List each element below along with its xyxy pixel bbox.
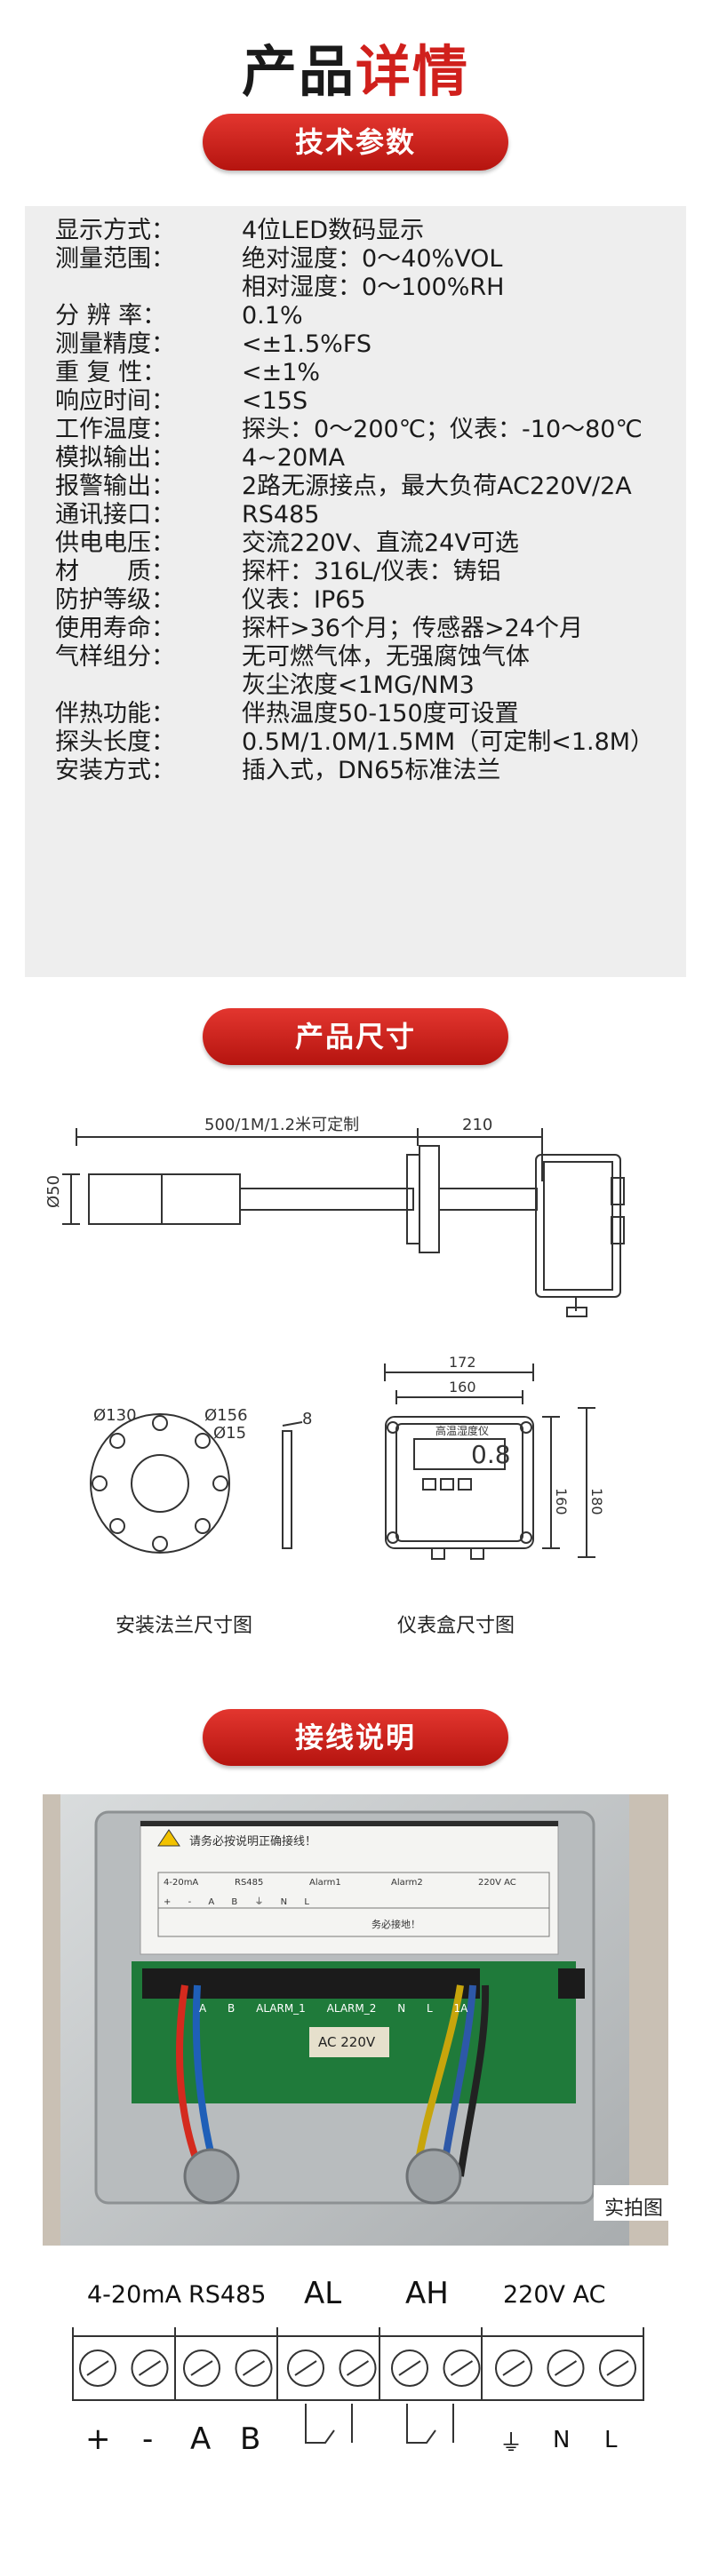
section-dimensions: 产品尺寸	[203, 1008, 508, 1065]
terminal-screw-slot	[86, 2360, 109, 2376]
sticker-col-rs485: RS485	[235, 1878, 264, 1888]
spec-label: 防护等级：	[55, 586, 175, 614]
spec-value: 探杆：316L/仪表：铸铝	[242, 558, 501, 585]
spec-value-line2: 灰尘浓度<1MG/NM3	[242, 672, 475, 699]
spec-label: 测量范围：	[55, 245, 175, 273]
dim-box-w2: 160	[449, 1379, 476, 1395]
spec-label: 报警输出：	[55, 473, 175, 500]
sticker-col-220v: 220V AC	[478, 1878, 516, 1888]
terminal-screw-slot	[294, 2360, 317, 2376]
terminal-sign-a: A	[190, 2421, 212, 2457]
spec-label: 测量精度：	[55, 330, 175, 358]
terminal-screw-slot	[138, 2360, 162, 2376]
spec-label: 供电电压：	[55, 529, 175, 557]
terminal-sign-l: L	[604, 2427, 618, 2453]
spec-value: 4~20MA	[242, 444, 345, 472]
spec-value: 绝对湿度：0～40%VOL	[242, 245, 503, 273]
terminal-group-al: AL	[304, 2276, 342, 2311]
dim-flange-d1: Ø130	[93, 1406, 137, 1425]
spec-label: 响应时间：	[55, 387, 175, 415]
terminal-screw-slot	[450, 2360, 474, 2376]
caption-flange: 安装法兰尺寸图	[116, 1615, 253, 1637]
terminal-group-220v: 220V AC	[503, 2281, 606, 2309]
spec-label: 探头长度：	[55, 728, 175, 756]
spec-value: 探头：0～200℃；仪表：-10～80℃	[242, 416, 643, 443]
dim-flange-d2: Ø156	[204, 1406, 248, 1425]
spec-label: 工作温度：	[55, 416, 175, 443]
spec-value: 0.1%	[242, 302, 303, 330]
spec-label: 气样组分：	[55, 643, 175, 671]
terminal-screw-slot	[606, 2360, 629, 2376]
spec-label: 材 质：	[55, 558, 175, 585]
terminal-group-rs485: RS485	[188, 2281, 267, 2309]
probe-side-drawing: 500/1M/1.2米可定制 210 Ø50	[44, 1116, 625, 1317]
section-wiring: 接线说明	[203, 1709, 508, 1766]
terminal-screw-slot	[242, 2360, 266, 2376]
terminal-screw-slot	[398, 2360, 421, 2376]
dim-flange-hole: Ø15	[213, 1424, 246, 1443]
meter-reading: 0.8	[471, 1440, 511, 1469]
spec-label: 通讯接口：	[55, 501, 175, 529]
spec-value: 0.5M/1.0M/1.5MM（可定制<1.8M）	[242, 728, 655, 756]
spec-label: 模拟输出：	[55, 444, 175, 472]
spec-value: <15S	[242, 387, 308, 415]
sticker-col-4-20ma: 4-20mA	[164, 1878, 199, 1888]
sticker-warning: 请务必按说明正确接线！	[189, 1835, 317, 1849]
terminal-sign-n: N	[553, 2427, 571, 2453]
flange-and-box-drawing: Ø130 Ø156 Ø15 8 172 160 160 180 高温湿度仪 0.…	[90, 1354, 605, 1560]
sticker-col-alarm2: Alarm2	[391, 1878, 423, 1888]
meter-title: 高温湿度仪	[435, 1424, 489, 1437]
sticker-col-alarm1: Alarm1	[309, 1878, 341, 1888]
spec-value: 2路无源接点，最大负荷AC220V/2A	[242, 473, 632, 500]
sticker-signs: + - A B ⏚ N L	[164, 1897, 309, 1907]
dim-box-h2: 160	[553, 1488, 570, 1515]
terminal-strip	[72, 2327, 644, 2444]
terminal-sign-ground: ⏚	[499, 2430, 523, 2457]
spec-value: RS485	[242, 501, 320, 529]
terminal-sign-b: B	[240, 2421, 261, 2457]
terminal-screw-slot	[502, 2360, 525, 2376]
photo-tag: 实拍图	[604, 2198, 664, 2220]
caption-box: 仪表盒尺寸图	[397, 1615, 515, 1637]
dim-box-depth: 210	[462, 1116, 492, 1134]
spec-value: 探杆>36个月；传感器>24个月	[242, 615, 583, 642]
wiring-photo: 请务必按说明正确接线！ 4-20mA RS485 Alarm1 Alarm2 2…	[43, 1794, 668, 2246]
terminal-group-4-20ma: 4-20mA	[87, 2281, 182, 2309]
terminal-screw-slot	[554, 2360, 578, 2376]
spec-label: 伴热功能：	[55, 700, 175, 727]
spec-value: 伴热温度50-150度可设置	[242, 700, 519, 727]
spec-label: 安装方式：	[55, 757, 175, 784]
page-title: 产品详情	[0, 27, 711, 107]
title-red: 详情	[356, 39, 470, 104]
dim-probe-length: 500/1M/1.2米可定制	[204, 1116, 359, 1134]
spec-value: 交流220V、直流24V可选	[242, 529, 519, 557]
terminal-screw-slot	[190, 2360, 213, 2376]
spec-label: 分 辨 率：	[55, 302, 167, 330]
terminal-sign-minus: -	[142, 2421, 154, 2457]
dim-box-h1: 180	[588, 1488, 605, 1515]
spec-label: 使用寿命：	[55, 615, 175, 642]
sticker-note: 务必接地！	[371, 1919, 420, 1930]
board-labels: A B ALARM_1 ALARM_2 N L 1A	[199, 2002, 468, 2015]
dim-box-w1: 172	[449, 1354, 476, 1371]
spec-value: 插入式，DN65标准法兰	[242, 757, 501, 784]
dim-flange-thk: 8	[302, 1410, 312, 1428]
section-tech-params: 技术参数	[203, 114, 508, 171]
spec-value: 无可燃气体，无强腐蚀气体	[242, 643, 530, 671]
spec-value-line2: 相对湿度：0～100%RH	[242, 274, 505, 301]
spec-value: 4位LED数码显示	[242, 217, 425, 244]
spec-value: 仪表：IP65	[242, 586, 366, 614]
terminal-group-ah: AH	[405, 2276, 449, 2311]
spec-label: 显示方式：	[55, 217, 175, 244]
title-black: 产品	[241, 39, 356, 104]
terminal-sign-plus: +	[85, 2421, 111, 2457]
dim-probe-dia: Ø50	[44, 1175, 63, 1208]
spec-value: <±1%	[242, 359, 321, 386]
spec-label: 重 复 性：	[55, 359, 167, 386]
relay-label: AC 220V	[318, 2034, 376, 2050]
terminal-screw-slot	[346, 2360, 370, 2376]
spec-value: <±1.5%FS	[242, 330, 372, 358]
